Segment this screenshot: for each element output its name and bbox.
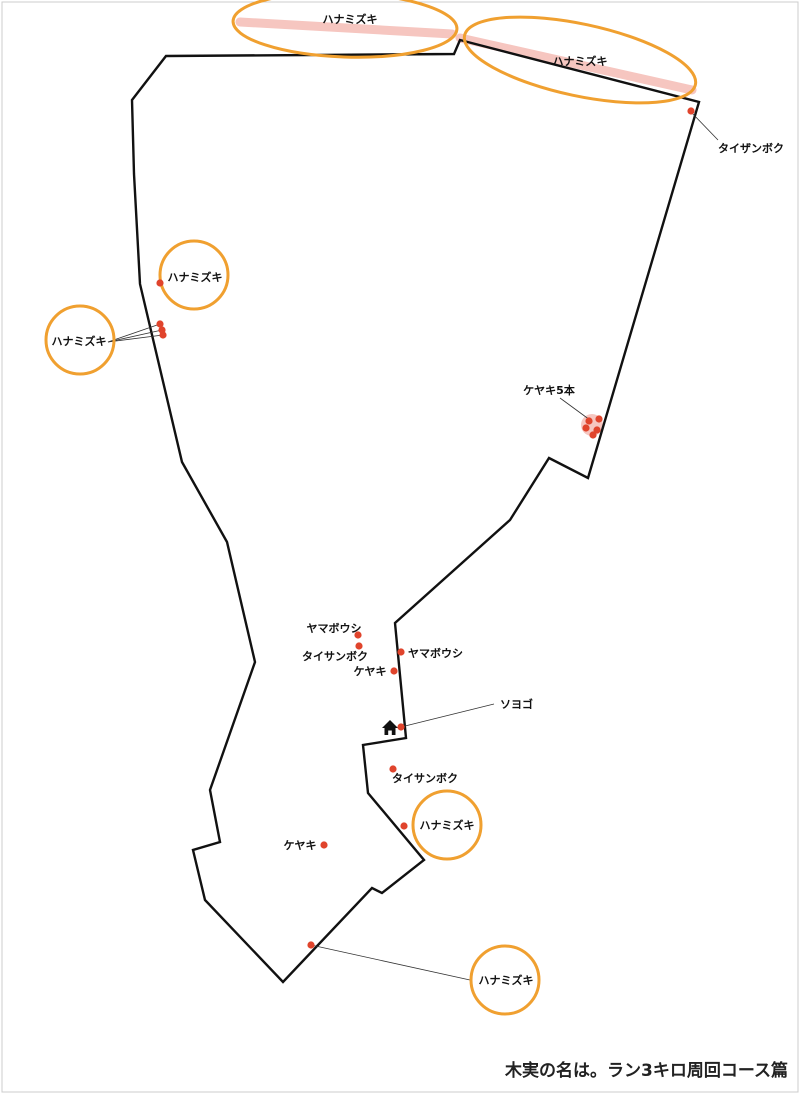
leader-taizanboku-ne [690,111,719,141]
leader-soyogo [400,703,495,728]
tree-dot-taizanboku-ne [687,107,695,115]
tree-dots [156,107,695,949]
ring-hanamizuki-w1 [158,239,230,311]
tree-dot-keyaki2 [320,841,328,849]
tree-dot-keyaki5-e [589,431,597,439]
tree-dot-keyaki1 [390,667,398,675]
leader-lines [107,111,719,981]
tree-dot-keyaki5-c [582,424,590,432]
map-title: 木実の名は。ラン3キロ周回コース篇 [504,1060,788,1081]
leader-hanamizuki-w2-a [107,323,161,343]
label-taizanboku-ne: タイザンボク [718,141,784,155]
tree-dot-hanamizuki-c [400,822,408,830]
tree-dot-hanamizuki-w2a [156,320,164,328]
label-yamaboushi2: ヤマボウシ [408,646,463,660]
tree-dot-keyaki5-d [593,426,601,434]
label-yamaboushi1: ヤマボウシ [307,621,362,635]
label-hanamizuki-top1: ハナミズキ [323,12,378,26]
tree-dot-keyaki5-a [585,417,593,425]
route-line [130,38,701,984]
tree-dot-taisanboku2 [389,765,397,773]
tree-dot-hanamizuki-w1 [156,279,164,287]
tree-dot-keyaki5-b [595,415,603,423]
home-icon [382,720,398,735]
ring-hanamizuki-w2 [44,304,116,376]
tree-dot-hanamizuki-w2c [159,331,167,339]
ring-hanamizuki-s [469,944,541,1016]
label-keyaki5: ケヤキ5本 [523,383,575,397]
label-keyaki2: ケヤキ [284,839,317,852]
highlight-band-top-left [235,17,457,39]
label-soyogo: ソヨゴ [500,697,533,711]
label-hanamizuki-w1: ハナミズキ [168,270,223,284]
leader-hanamizuki-w2-b [107,329,163,343]
label-taisanboku2: タイサンボク [392,771,458,785]
tree-dot-yamaboushi1 [354,631,362,639]
label-hanamizuki-w2: ハナミズキ [52,334,107,348]
tree-dot-taisanboku1 [355,642,363,650]
tree-dot-soyogo [397,723,405,731]
ring-hanamizuki-top2 [462,15,698,105]
leader-hanamizuki-w2-c [107,334,164,343]
tree-labels: ハナミズキ ハナミズキ タイザンボク ハナミズキ ハナミズキ ケヤキ5本 ヤマボ… [52,12,785,987]
ring-hanamizuki-c [411,789,483,861]
ring-hanamizuki-top1 [231,0,459,59]
leader-keyaki5 [559,397,591,421]
tree-dot-hanamizuki-s [307,941,315,949]
label-hanamizuki-s: ハナミズキ [479,973,534,987]
label-hanamizuki-c: ハナミズキ [420,818,475,832]
leader-hanamizuki-s [310,944,471,981]
tree-dot-yamaboushi2 [397,648,405,656]
highlight-band-top-right [455,33,697,95]
highlight-rings [44,0,698,1016]
label-taisanboku1: タイサンボク [302,649,368,663]
label-keyaki1: ケヤキ [354,665,387,678]
label-hanamizuki-top2: ハナミズキ [553,54,608,68]
